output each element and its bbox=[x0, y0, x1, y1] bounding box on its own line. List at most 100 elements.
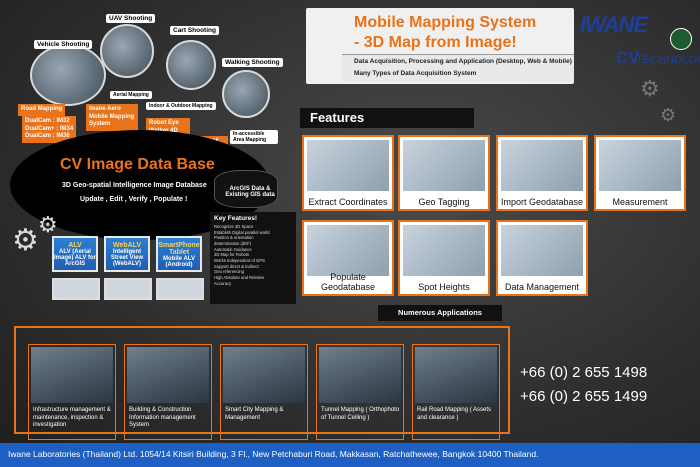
application-infrastructure: Infrastructure management & maintenance,… bbox=[28, 344, 116, 440]
phone-number-2[interactable]: +66 (0) 2 655 1499 bbox=[520, 388, 648, 405]
feature-image bbox=[307, 225, 389, 276]
footer-company: Iwane Laboratories (Thailand) Ltd. bbox=[8, 449, 138, 459]
application-caption: Building & Construction Information mana… bbox=[129, 407, 196, 428]
title-subtitle-2: Many Types of Data Acquisition System bbox=[354, 70, 477, 77]
feature-caption: Extract Coordinates bbox=[308, 197, 388, 207]
logo-brand: IWANE bbox=[580, 12, 648, 37]
gear-icon: ⚙ bbox=[12, 224, 39, 257]
feature-image bbox=[403, 140, 485, 191]
dualcam-2: DualCam+ : IM34 bbox=[25, 125, 74, 132]
feature-image bbox=[501, 140, 583, 191]
application-image bbox=[415, 347, 497, 403]
product-webalv-desc: Intelligent Street View (WebALV) bbox=[110, 249, 144, 267]
application-building: Building & Construction Information mana… bbox=[124, 344, 212, 440]
title-banner: Mobile Mapping System - 3D Map from Imag… bbox=[306, 8, 574, 84]
application-caption: Infrastructure management & maintenance,… bbox=[33, 407, 111, 428]
logo-cv: CV bbox=[616, 48, 640, 67]
application-caption: Smart City Mapping & Management bbox=[225, 407, 284, 421]
application-caption: Tunnel Mapping ( Orthophoto of Tunnel Ce… bbox=[321, 407, 400, 421]
dualcam-1: DualCam : IM32 bbox=[25, 118, 70, 124]
walking-label: Walking Shooting bbox=[222, 58, 283, 67]
feature-measurement: Measurement bbox=[594, 135, 686, 211]
feature-import-geodatabase: Import Geodatabase bbox=[496, 135, 588, 211]
application-image bbox=[31, 347, 113, 403]
product-alv: ALV ALV (Aerial Image) ALV for ArcGIS bbox=[52, 236, 98, 272]
feature-caption: Measurement bbox=[612, 197, 668, 207]
cart-photo bbox=[166, 40, 216, 90]
key-feature-item: Recognize 3D Space bbox=[214, 224, 254, 229]
uav-label: UAV Shooting bbox=[106, 14, 156, 23]
product-webalv-screenshot bbox=[104, 278, 152, 300]
application-rail-road: Rail Road Mapping ( Assets and clearance… bbox=[412, 344, 500, 440]
application-smart-city: Smart City Mapping & Management bbox=[220, 344, 308, 440]
feature-image bbox=[599, 140, 681, 191]
arcgis-label: ArcGIS Data & Existing GIS data bbox=[225, 186, 275, 198]
iwane-logo: IWANE CV TECHNOLOGY bbox=[578, 8, 700, 76]
road-mapping-label: Road Mapping bbox=[18, 104, 66, 116]
aerial-label: Aerial Mapping bbox=[110, 91, 152, 99]
application-caption: Rail Road Mapping ( Assets and clearance… bbox=[417, 407, 492, 421]
feature-caption: Spot Heights bbox=[418, 282, 470, 292]
cvdb-actions: Update , Edit , Verify , Populate ! bbox=[80, 196, 188, 203]
product-smartphone-desc: Mobile ALV (Android) bbox=[163, 256, 195, 268]
product-smartphone: SmartPhone Tablet Mobile ALV (Android) bbox=[156, 236, 202, 272]
product-smartphone-screenshot bbox=[156, 278, 204, 300]
key-feature-item: Works Independent of GPS bbox=[214, 258, 265, 264]
key-feature-item: determination (dEF) bbox=[214, 241, 252, 247]
product-alv-name: ALV bbox=[68, 242, 82, 249]
title-subbar bbox=[342, 54, 574, 82]
product-alv-screenshot bbox=[52, 278, 100, 300]
product-smartphone-name: SmartPhone Tablet bbox=[158, 242, 200, 256]
feature-caption: Geo Tagging bbox=[418, 197, 470, 207]
key-feature-item: Automatic Guidance bbox=[214, 246, 252, 252]
key-feature-item: High Absolute and Relative bbox=[214, 275, 265, 281]
product-webalv-name: WebALV bbox=[112, 242, 142, 249]
uav-photo bbox=[100, 24, 154, 78]
dualcam-3: DualCam : IM36 bbox=[25, 133, 70, 139]
application-tunnel: Tunnel Mapping ( Orthophoto of Tunnel Ce… bbox=[316, 344, 404, 440]
application-image bbox=[223, 347, 305, 403]
seal-icon bbox=[670, 28, 692, 50]
key-features-list: Recognize 3D Space Establish Digital par… bbox=[214, 224, 292, 286]
features-header: Features bbox=[300, 108, 474, 128]
feature-image bbox=[501, 225, 583, 276]
feature-data-management: Data Management bbox=[496, 220, 588, 296]
gear-icon: ⚙ bbox=[38, 212, 58, 237]
indoor-label: Indoor & Outdoor Mapping bbox=[146, 102, 216, 110]
key-feature-item: Accuracy bbox=[214, 280, 232, 286]
walking-photo bbox=[222, 70, 270, 118]
vehicle-photo bbox=[30, 44, 106, 106]
product-webalv: WebALV Intelligent Street View (WebALV) bbox=[104, 236, 150, 272]
cart-label: Cart Shooting bbox=[170, 26, 219, 35]
feature-extract-coordinates: Extract Coordinates bbox=[302, 135, 394, 211]
feature-image bbox=[307, 140, 389, 191]
application-image bbox=[127, 347, 209, 403]
cvdb-desc: 3D Geo-spatial Intelligence Image Databa… bbox=[62, 182, 207, 189]
key-feature-item: Geo referencing bbox=[214, 269, 245, 275]
iwane-aero-label: Iwane Aero Mobile Mapping System bbox=[86, 104, 138, 131]
feature-caption: Import Geodatabase bbox=[500, 197, 584, 207]
feature-populate-geodatabase: Populate Geodatabase bbox=[302, 220, 394, 296]
applications-box bbox=[14, 326, 510, 434]
key-feature-item: Position & orientation bbox=[214, 235, 254, 241]
database-icon bbox=[214, 170, 278, 208]
phone-number-1[interactable]: +66 (0) 2 655 1498 bbox=[520, 364, 648, 381]
feature-caption: Populate Geodatabase bbox=[320, 272, 376, 292]
feature-spot-heights: Spot Heights bbox=[398, 220, 490, 296]
feature-geo-tagging: Geo Tagging bbox=[398, 135, 490, 211]
logo-tech: TECHNOLOGY bbox=[636, 54, 700, 66]
key-features-panel: Key Features! Recognize 3D Space Establi… bbox=[210, 212, 296, 304]
title-line-1: Mobile Mapping System bbox=[354, 14, 537, 31]
key-feature-item: 3D Map for Robots bbox=[214, 252, 250, 258]
feature-caption: Data Management bbox=[504, 282, 580, 292]
footer-address: 1054/14 Kitsiri Building, 3 Fl., New Pet… bbox=[139, 449, 539, 459]
gear-icon: ⚙ bbox=[660, 105, 677, 125]
applications-header: Numerous Applications bbox=[378, 305, 502, 321]
title-subtitle-1: Data Acquisition, Processing and Applica… bbox=[354, 58, 572, 65]
inaccessible-label: In-accessible Area Mapping bbox=[230, 130, 278, 144]
title-line-2: - 3D Map from Image! bbox=[354, 34, 517, 51]
footer: Iwane Laboratories (Thailand) Ltd. 1054/… bbox=[0, 443, 700, 467]
key-feature-item: Establish Digital parallel world bbox=[214, 229, 270, 235]
key-feature-item: Support direct & indirect bbox=[214, 263, 259, 269]
vehicle-label: Vehicle Shooting bbox=[34, 40, 93, 49]
